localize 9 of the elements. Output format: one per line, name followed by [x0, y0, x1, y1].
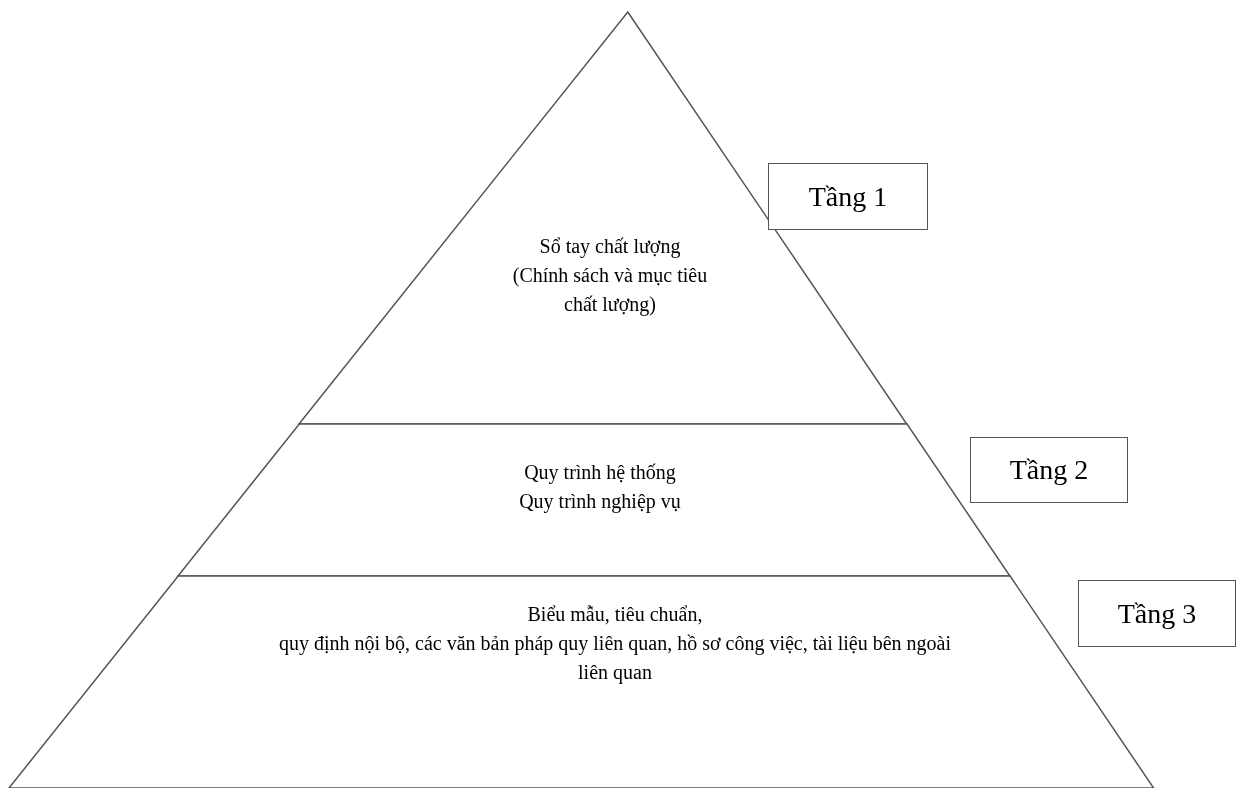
- tier-text: Biểu mẫu, tiêu chuẩn,: [527, 602, 703, 627]
- tier-text: Sổ tay chất lượng: [539, 234, 681, 260]
- tier-label-box: Tầng 2: [970, 437, 1128, 503]
- tier-label-box: Tầng 1: [768, 163, 928, 230]
- tier-label-box: Tầng 3: [1078, 580, 1236, 647]
- tier-text: Quy trình nghiệp vụ: [519, 489, 681, 515]
- tier-text: quy định nội bộ, các văn bản pháp quy liên quan, hồ sơ công việc, tài liệu bên ngoài liên quan: [277, 631, 953, 686]
- tier-text: (Chính sách và mục tiêu chất lượng): [511, 263, 709, 318]
- tier-text: Quy trình hệ thống: [524, 460, 676, 486]
